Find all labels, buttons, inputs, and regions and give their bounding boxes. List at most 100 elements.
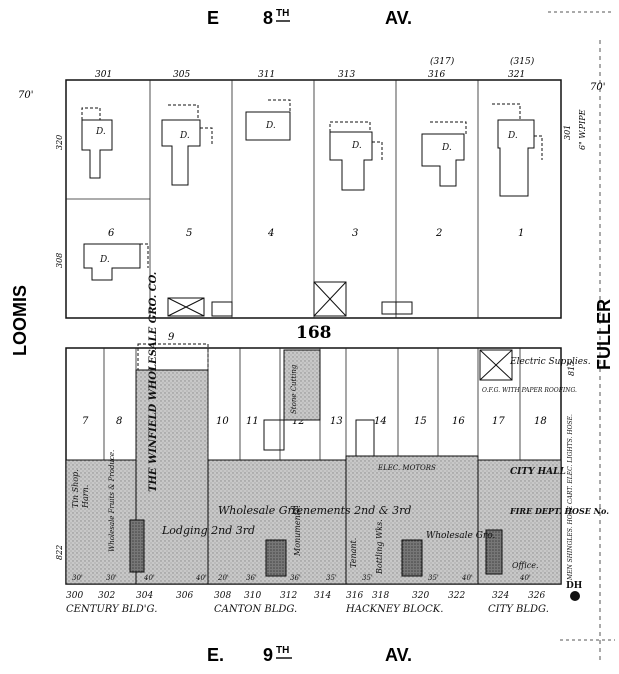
right-margin-marks <box>548 11 615 660</box>
svg-text:320: 320 <box>55 135 64 150</box>
street-north-sup: TH <box>276 8 289 19</box>
north-addresses: 301 305 311 313 (317) 316 (315) 321 <box>95 56 535 80</box>
svg-text:36': 36' <box>246 574 257 582</box>
men-hook-label: MEN SHINGLES. HOSE CART. ELEC. LIGHTS. H… <box>567 414 574 581</box>
wholesale-gro-label: Wholesale Gro. <box>218 504 303 517</box>
svg-text:D.: D. <box>99 255 110 265</box>
south-addresses: 300 302 304 306 308 310 312 314 316 318 … <box>66 591 545 601</box>
svg-text:E.: E. <box>207 645 224 665</box>
svg-text:13: 13 <box>330 416 343 427</box>
wholesale-gro2-label: Wholesale Gro. <box>426 531 495 541</box>
tin-shop-label: Tin Shop. <box>71 469 80 508</box>
svg-text:301: 301 <box>95 70 112 80</box>
svg-text:320: 320 <box>412 591 429 601</box>
svg-text:308: 308 <box>214 591 231 601</box>
svg-text:316: 316 <box>346 591 363 601</box>
svg-text:324: 324 <box>492 591 509 601</box>
svg-text:4: 4 <box>267 228 274 239</box>
svg-text:322: 322 <box>448 591 465 601</box>
hackney-block: HACKNEY BLOCK. <box>345 604 443 615</box>
svg-text:30': 30' <box>106 574 117 582</box>
svg-text:18: 18 <box>534 416 547 427</box>
svg-text:11: 11 <box>246 416 259 427</box>
street-north-label: E <box>207 8 219 28</box>
svg-text:305: 305 <box>173 70 190 80</box>
front-dims: 30' 30' 40' 40' 20' 36' 36' 35' 35' 35' … <box>72 574 531 582</box>
winfield-label: THE WINFIELD WHOLESALE GRO. CO. <box>148 272 159 492</box>
svg-text:40': 40' <box>143 574 155 582</box>
street-north-av: AV. <box>385 8 412 28</box>
street-west-label: LOOMIS <box>10 285 30 356</box>
hydrant-dot <box>570 591 580 601</box>
svg-text:306: 306 <box>176 591 193 601</box>
block-number: 168 <box>296 323 332 343</box>
svg-text:35': 35' <box>428 574 439 582</box>
svg-text:321: 321 <box>508 70 525 80</box>
svg-text:D.: D. <box>351 141 362 151</box>
svg-text:D.: D. <box>441 143 452 153</box>
svg-text:20': 20' <box>217 574 229 582</box>
pipe-label: 6" W.PIPE <box>578 109 587 150</box>
electric-label: Electric Supplies. <box>509 357 591 367</box>
street-north: E 8 TH AV. <box>207 8 412 28</box>
svg-text:313: 313 <box>338 70 355 80</box>
svg-text:326: 326 <box>528 591 545 601</box>
svg-text:35': 35' <box>326 574 337 582</box>
svg-text:815: 815 <box>567 361 576 376</box>
svg-text:9: 9 <box>263 645 273 665</box>
canton-bldg: CANTON BLDG. <box>214 604 297 615</box>
street-north-e: E <box>207 8 219 28</box>
north-dwellings: D. D. D. D. D. D. D. <box>81 99 543 281</box>
svg-text:D.: D. <box>95 127 106 137</box>
svg-text:40': 40' <box>195 574 207 582</box>
south-labels: THE WINFIELD WHOLESALE GRO. CO. Wholesal… <box>71 272 609 591</box>
svg-text:40': 40' <box>461 574 473 582</box>
north-outbuildings <box>167 281 413 317</box>
tenements-label: Tenements 2nd & 3rd <box>290 504 411 517</box>
svg-text:9: 9 <box>168 332 175 343</box>
svg-text:1: 1 <box>518 228 524 239</box>
south-buildings <box>65 369 562 585</box>
building-names: CENTURY BLD'G. CANTON BLDG. HACKNEY BLOC… <box>66 604 549 615</box>
svg-text:D.: D. <box>179 131 190 141</box>
svg-text:D.: D. <box>507 131 518 141</box>
office-label: Office. <box>512 561 539 570</box>
stone-cutting-label: Stone Cutting <box>290 364 298 414</box>
svg-text:314: 314 <box>314 591 331 601</box>
fruits-label: Wholesale Fruits & Produce. <box>108 450 116 552</box>
svg-text:310: 310 <box>244 591 261 601</box>
tenant-label: Tenant. <box>349 538 358 568</box>
svg-text:30': 30' <box>72 574 83 582</box>
lodging-label: Lodging 2nd 3rd <box>161 524 255 537</box>
dh-label: DH <box>566 581 583 591</box>
svg-text:308: 308 <box>55 253 64 268</box>
elec-label: ELEC. MOTORS <box>377 464 436 472</box>
street-east-label: FULLER <box>594 299 614 370</box>
width-east: 70' <box>590 82 605 93</box>
north-lot-dividers <box>66 80 479 318</box>
svg-text:(315): (315) <box>510 56 535 67</box>
svg-text:6: 6 <box>108 228 115 239</box>
svg-text:318: 318 <box>372 591 389 601</box>
svg-text:TH: TH <box>276 645 289 656</box>
svg-text:12: 12 <box>292 416 305 427</box>
svg-text:16: 16 <box>452 416 465 427</box>
svg-text:311: 311 <box>258 70 275 80</box>
svg-text:D.: D. <box>265 121 276 131</box>
electric-note-label: O.F.G. WITH PAPER ROOFING. <box>482 387 577 394</box>
century-bldg: CENTURY BLD'G. <box>66 604 157 615</box>
monuments-label: Monuments. <box>293 505 302 557</box>
bottling-label: Bottling Wks. <box>375 519 384 575</box>
svg-text:15: 15 <box>414 416 427 427</box>
street-north-number: 8 <box>263 8 273 28</box>
south-rear-structures <box>137 343 513 457</box>
width-west: 70' <box>18 90 33 101</box>
north-lot-numbers: 6 5 4 3 2 1 <box>108 228 524 239</box>
city-hall-label: CITY HALL <box>510 467 566 477</box>
svg-text:35': 35' <box>362 574 373 582</box>
svg-text:7: 7 <box>82 416 89 427</box>
fire-dept-label: FIRE DEPT. HOSE No. <box>509 506 609 516</box>
svg-text:AV.: AV. <box>385 645 412 665</box>
svg-text:304: 304 <box>136 591 153 601</box>
